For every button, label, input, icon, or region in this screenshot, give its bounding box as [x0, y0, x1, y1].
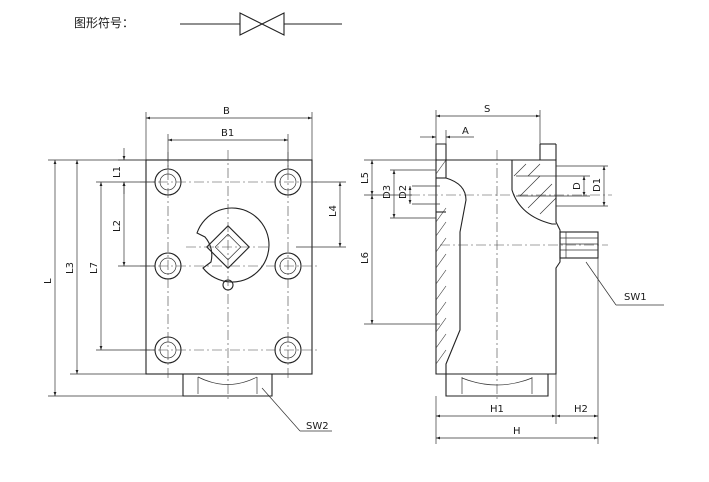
front-bottom-nut: [182, 374, 273, 397]
dim-label-l2: L2: [112, 220, 123, 232]
side-body-outline: [435, 159, 561, 375]
front-body-outline: [145, 159, 313, 375]
section-hatch-right: [513, 163, 557, 215]
side-view: [410, 143, 612, 402]
gate-valve-symbol-icon: [180, 12, 342, 36]
symbol-label: 图形符号：: [74, 15, 134, 30]
dim-label-s: S: [484, 104, 490, 115]
front-view: [140, 150, 318, 400]
dim-label-h: H: [513, 426, 521, 437]
dim-label-d1: D1: [592, 178, 603, 192]
symbol-header: 图形符号：: [74, 12, 342, 36]
front-dimensions: B B1 L L3 L7 L1 L2 L4: [43, 106, 346, 432]
dim-label-l7: L7: [89, 262, 100, 274]
dim-label-l4: L4: [328, 205, 339, 217]
dim-label-l: L: [43, 278, 54, 284]
dim-label-a: A: [462, 126, 469, 137]
dim-label-sw1: SW1: [624, 292, 647, 303]
dim-label-h1: H1: [490, 404, 504, 415]
dim-label-l6: L6: [360, 252, 371, 264]
dim-label-l1: L1: [112, 166, 123, 178]
dim-label-b1: B1: [221, 128, 234, 139]
dim-label-l5: L5: [360, 172, 371, 184]
dim-label-b: B: [223, 106, 230, 117]
dim-label-d: D: [572, 182, 583, 190]
side-dimensions: S A L5 D3 D2 L6 D D1 SW1: [360, 104, 664, 444]
dim-label-l3: L3: [65, 262, 76, 274]
side-bottom-nut: [445, 374, 549, 397]
dim-label-d2: D2: [398, 185, 409, 199]
dim-label-sw2: SW2: [306, 421, 329, 432]
section-hatch-left: [435, 159, 447, 365]
dim-label-d3: D3: [382, 185, 393, 199]
dim-label-h2: H2: [574, 404, 588, 415]
spindle: [196, 207, 270, 291]
